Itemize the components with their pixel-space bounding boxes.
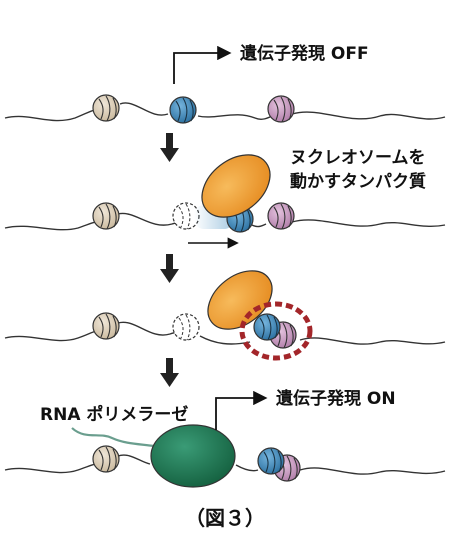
tss-arrow-on — [215, 390, 268, 430]
gene-on-label: 遺伝子発現 ON — [276, 388, 396, 409]
tss-arrow-off — [173, 45, 232, 84]
nucleosome-pink — [267, 202, 295, 230]
dna-strand-3 — [4, 321, 446, 345]
down-arrow-icon — [160, 133, 179, 162]
dna-strand-4 — [4, 454, 446, 475]
down-arrow-icon — [160, 254, 179, 283]
nucleosome-blue — [253, 313, 281, 341]
remodeler-label-line2: 動かすタンパク質 — [290, 171, 426, 192]
row-1-off: 遺伝子発現 OFF — [4, 43, 446, 124]
dna-strand-2 — [4, 212, 446, 231]
row-3-shifted — [4, 270, 446, 361]
nucleosome-beige — [92, 445, 120, 473]
nucleosome-blue — [257, 447, 285, 475]
nucleosome-ghost — [172, 313, 200, 341]
gene-off-label: 遺伝子発現 OFF — [240, 43, 369, 64]
remodeler-label-line1: ヌクレオソームを — [290, 148, 426, 168]
rna-polymerase-label: RNA ポリメラーゼ — [40, 404, 188, 425]
rna-transcript — [71, 427, 155, 448]
figure-caption: （図３） — [185, 506, 265, 530]
row-2-remodeling: ヌクレオソームを 動かすタンパク質 — [4, 148, 446, 249]
nucleosome-pink — [267, 95, 295, 123]
nucleosome-blue — [169, 96, 197, 124]
nucleosome-beige — [92, 202, 120, 230]
remodeler-protein — [207, 270, 273, 330]
down-arrow-icon — [160, 358, 179, 387]
dna-strand-1 — [4, 102, 446, 122]
highlight-circle — [239, 301, 313, 361]
remodeler-protein — [201, 154, 271, 218]
rna-polymerase — [150, 424, 236, 488]
nucleosome-beige — [92, 312, 120, 340]
row-4-on: 遺伝子発現 ON RNA ポリメラーゼ — [4, 388, 446, 488]
nucleosome-beige — [92, 94, 120, 122]
